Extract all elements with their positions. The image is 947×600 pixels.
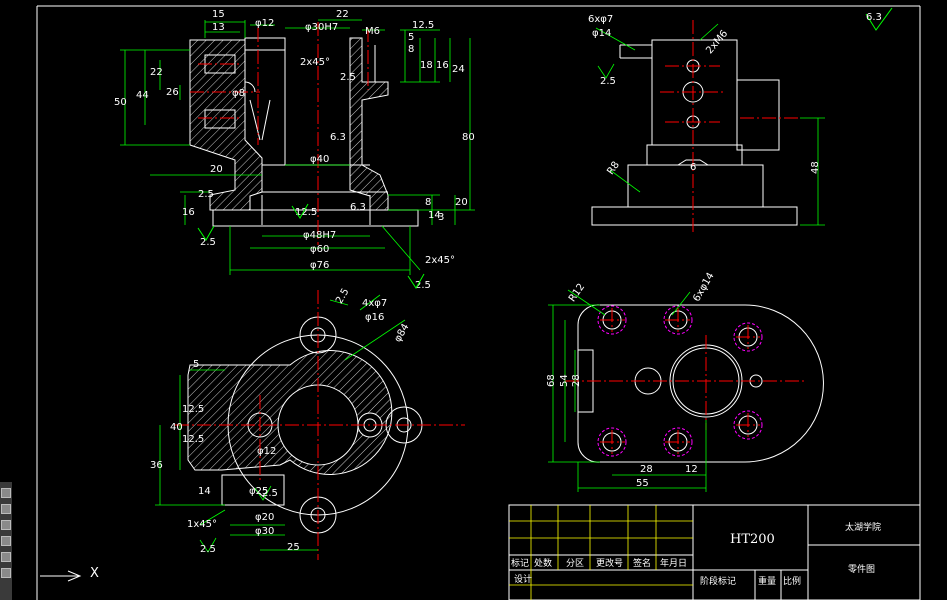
dim-2-5-top-view: 2.5 <box>334 287 351 306</box>
tb-label-signature: 签名 <box>633 557 651 569</box>
dim-phi14-side: φ14 <box>592 28 611 39</box>
dim-phi12: φ12 <box>255 18 274 29</box>
dim-5: 5 <box>408 32 414 43</box>
dim-4xphi7: 4xφ7 <box>362 298 387 309</box>
tb-label-stage: 阶段标记 <box>700 575 736 587</box>
dim-40: 40 <box>170 422 183 433</box>
dim-15: 15 <box>212 9 225 20</box>
ucs-x-label: X <box>90 566 99 581</box>
dim-24: 24 <box>452 64 465 75</box>
dim-80: 80 <box>462 132 475 143</box>
tb-label-zone: 分区 <box>566 558 584 569</box>
dim-6-3-bottom: 6.3 <box>350 202 366 213</box>
dim-2-5-side: 2.5 <box>600 76 616 87</box>
dim-16-left: 16 <box>182 207 195 218</box>
dim-18: 18 <box>420 60 433 71</box>
dim-phi30: φ30 <box>255 526 274 537</box>
dim-2-5-bottom-right: 2.5 <box>415 280 431 291</box>
dim-2-5-bottom-left: 2.5 <box>200 237 216 248</box>
tb-label-date: 年月日 <box>660 557 687 569</box>
dim-phi60: φ60 <box>310 244 329 255</box>
dim-26: 26 <box>166 87 179 98</box>
dim-6-side: 6 <box>690 162 696 173</box>
dim-6-3-right: 6.3 <box>330 132 346 143</box>
dim-22-left: 22 <box>150 67 163 78</box>
dim-phi30h7: φ30H7 <box>305 22 338 33</box>
dim-54: 54 <box>559 374 570 387</box>
dim-44: 44 <box>136 90 149 101</box>
dim-6xphi7: 6xφ7 <box>588 14 613 25</box>
dim-12-5-a: 12.5 <box>182 404 204 415</box>
tb-label-count: 处数 <box>534 557 552 569</box>
tb-material: HT200 <box>730 532 775 547</box>
dim-48: 48 <box>810 161 821 174</box>
general-roughness-value: 6.3 <box>866 12 882 23</box>
toolbar-button-4[interactable] <box>1 536 11 546</box>
dim-phi20: φ20 <box>255 512 274 523</box>
dim-phi8: φ8 <box>232 88 245 99</box>
dim-phi76: φ76 <box>310 260 329 271</box>
tb-label-mark: 标记 <box>511 557 529 569</box>
dim-28-vertical: 28 <box>571 374 582 387</box>
dim-68: 68 <box>546 374 557 387</box>
tb-drawing-name: 零件图 <box>848 563 875 575</box>
dim-2-5-top: 2.5 <box>340 72 356 83</box>
dim-2-5-top-view-c: 2.5 <box>200 544 216 555</box>
dim-8: 8 <box>408 44 414 55</box>
dim-20-right: 20 <box>455 197 468 208</box>
dim-6xphi14: 6xφ14 <box>691 271 716 304</box>
dim-12-5: 12.5 <box>412 20 434 31</box>
dim-phi25: φ25 <box>249 486 268 497</box>
ucs-icon <box>40 570 82 582</box>
toolbar-button-3[interactable] <box>1 520 11 530</box>
dim-50: 50 <box>114 97 127 108</box>
dim-phi84: φ84 <box>392 322 411 344</box>
plate-view: R12 6xφ14 68 54 28 28 12 55 <box>546 271 824 492</box>
toolbar-button-2[interactable] <box>1 504 11 514</box>
dim-20-left: 20 <box>210 164 223 175</box>
dim-55: 55 <box>636 478 649 489</box>
dim-13: 13 <box>212 22 225 33</box>
dim-12-5-bottom: 12.5 <box>295 207 317 218</box>
dim-phi48h7: φ48H7 <box>303 230 336 241</box>
dim-phi16: φ16 <box>365 312 384 323</box>
dim-14-top-view: 14 <box>198 486 211 497</box>
side-view: 6xφ7 φ14 2xM6 2.5 R8 6 48 <box>588 14 825 235</box>
left-toolbar <box>0 482 12 600</box>
dim-8-bottom: 8 <box>425 197 431 208</box>
tb-label-weight: 重量 <box>758 575 776 587</box>
drawing-frame <box>36 5 921 600</box>
dim-1x45: 1x45° <box>187 519 217 530</box>
toolbar-button-1[interactable] <box>1 488 11 498</box>
dim-phi40: φ40 <box>310 154 329 165</box>
dim-28-horizontal: 28 <box>640 464 653 475</box>
dim-36: 36 <box>150 460 163 471</box>
general-roughness-symbol: 6.3 <box>865 7 893 31</box>
dim-r8: R8 <box>605 160 622 177</box>
dim-3: 3 <box>438 212 444 223</box>
dim-12-5-b: 12.5 <box>182 434 204 445</box>
dim-5-top-view: 5 <box>193 359 199 370</box>
title-block: 标记 处数 分区 更改号 签名 年月日 设计 阶段标记 重量 比例 太湖学院 零… <box>508 504 921 600</box>
dim-m6: M6 <box>365 26 380 37</box>
tb-label-design: 设计 <box>514 573 532 585</box>
dim-phi12-top-view: φ12 <box>257 446 276 457</box>
dim-22: 22 <box>336 9 349 20</box>
dim-12-plate: 12 <box>685 464 698 475</box>
toolbar-button-6[interactable] <box>1 568 11 578</box>
dim-25: 25 <box>287 542 300 553</box>
dim-16: 16 <box>436 60 449 71</box>
tb-label-change-no: 更改号 <box>596 557 623 569</box>
toolbar-button-5[interactable] <box>1 552 11 562</box>
front-section-view: 15 13 φ12 φ30H7 22 M6 12.5 8 5 18 16 24 … <box>114 9 475 291</box>
tb-school: 太湖学院 <box>845 521 881 533</box>
tb-label-scale: 比例 <box>783 575 801 587</box>
dim-2-5-top-view-b: 2.5 <box>262 488 278 499</box>
top-section-view: 2.5 4xφ7 φ16 φ84 5 12.5 40 12.5 36 φ12 1… <box>150 287 465 560</box>
dim-2x45-bottom: 2x45° <box>425 255 455 266</box>
dim-2x45: 2x45° <box>300 57 330 68</box>
dim-14: 14 <box>428 210 441 221</box>
dim-2-5-left: 2.5 <box>198 189 214 200</box>
